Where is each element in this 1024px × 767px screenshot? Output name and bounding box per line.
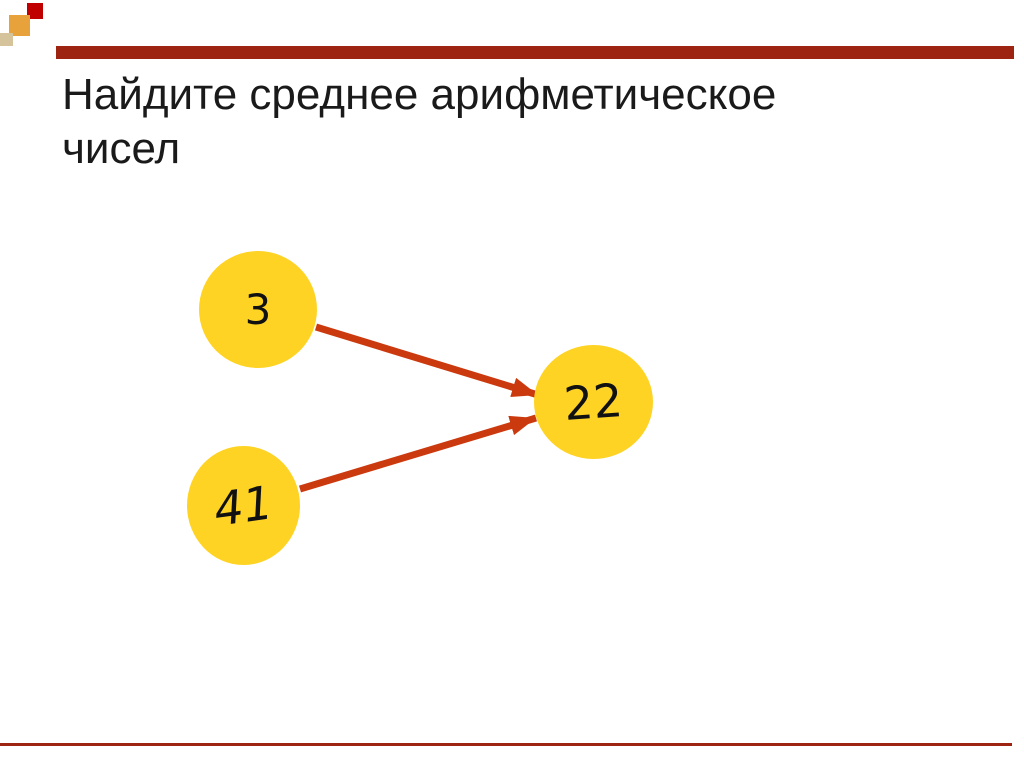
node-circle-3: 3 (199, 251, 317, 368)
top-accent-bar (56, 46, 1014, 59)
node-label-3: 3 (244, 285, 272, 334)
slide-title-line-1: Найдите среднее арифметическое (62, 70, 777, 119)
arrow-41-to-22 (298, 414, 538, 493)
node-circle-22: 22 (534, 345, 653, 459)
ornament-orange-square (9, 15, 30, 36)
ornament-tan-square (0, 33, 13, 46)
ornament-red-square (27, 3, 43, 19)
node-label-41: 41 (210, 474, 277, 537)
slide-title-line-2: чисел (62, 124, 181, 173)
node-label-22: 22 (562, 373, 625, 431)
slide-title: Найдите среднее арифметическое чисел (62, 68, 776, 176)
arrow-3-to-22 (314, 323, 540, 399)
node-circle-41: 41 (187, 446, 300, 565)
bottom-accent-line (0, 743, 1012, 746)
